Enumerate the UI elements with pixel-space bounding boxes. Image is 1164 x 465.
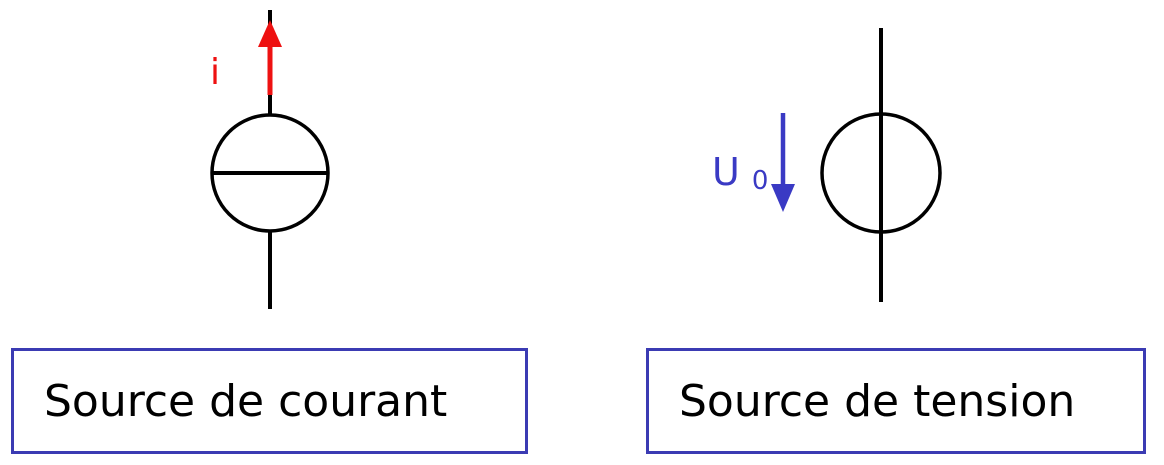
current-arrow-head-icon <box>258 20 282 47</box>
current-source-caption-box: Source de courant <box>11 348 528 454</box>
current-source-symbol: i <box>210 10 330 309</box>
voltage-source-symbol: U 0 <box>712 28 942 302</box>
voltage-label-main: U <box>712 150 740 194</box>
voltage-source-caption: Source de tension <box>679 375 1076 427</box>
voltage-label: U 0 <box>712 150 768 196</box>
voltage-arrow-head-icon <box>771 184 795 212</box>
voltage-source-caption-box: Source de tension <box>646 348 1146 454</box>
current-source-caption: Source de courant <box>44 375 448 427</box>
current-label: i <box>210 52 220 93</box>
voltage-label-subscript: 0 <box>752 166 769 196</box>
